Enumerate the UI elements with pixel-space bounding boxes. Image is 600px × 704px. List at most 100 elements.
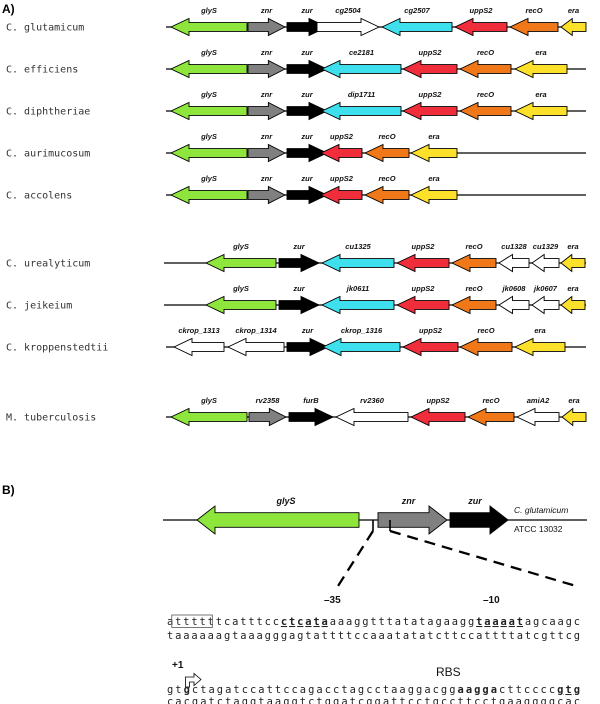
zoom-line-left bbox=[337, 530, 374, 587]
gene-label: era bbox=[534, 326, 545, 335]
gene-label: glyS bbox=[200, 90, 217, 99]
repeat-motif: tttttt bbox=[175, 616, 222, 628]
gene-label: cg2507 bbox=[404, 6, 430, 15]
species-label: C. glutamicum bbox=[6, 23, 84, 34]
plus1-label: +1 bbox=[172, 660, 184, 671]
species-label: M. tuberculosis bbox=[6, 413, 96, 424]
gene-arrow-era bbox=[409, 185, 458, 205]
highlighted-motif: taaaat bbox=[476, 616, 523, 628]
gene-label: cu1329 bbox=[533, 242, 559, 251]
gene-arrow-reco bbox=[458, 59, 512, 79]
gene-arrow-amia2 bbox=[515, 407, 560, 427]
species-label: C. aurimucosum bbox=[6, 149, 90, 160]
panel-b-gene-arrow-znr bbox=[377, 505, 448, 535]
gene-label: uppS2 bbox=[419, 90, 443, 99]
minus35-label: –35 bbox=[324, 595, 341, 606]
gene-label: dip1711 bbox=[348, 90, 375, 99]
gene-arrow-rv2358 bbox=[248, 407, 287, 427]
gene-arrow-upps2 bbox=[395, 253, 450, 273]
sequence-segment: catttcc bbox=[224, 616, 279, 628]
sequence-segment: cttcccc bbox=[499, 684, 555, 696]
species-label: C. accolens bbox=[6, 191, 72, 202]
gene-arrow-glys bbox=[204, 253, 277, 273]
zoom-line-right bbox=[389, 529, 577, 588]
highlighted-motif: g bbox=[184, 684, 190, 696]
panel-b-label: B) bbox=[2, 483, 15, 497]
gene-label: recO bbox=[465, 242, 482, 251]
gene-label: zur bbox=[292, 242, 305, 251]
gene-arrow-glys bbox=[169, 101, 248, 121]
gene-arrow-cg2504 bbox=[316, 17, 381, 37]
gene-label: rv2360 bbox=[360, 396, 385, 405]
gene-arrow-znr bbox=[247, 143, 286, 163]
gene-label: zur bbox=[300, 132, 313, 141]
sequence-segment: a bbox=[167, 616, 173, 628]
gene-label: era bbox=[428, 174, 439, 183]
gene-arrow-era bbox=[560, 17, 587, 37]
sequence-segment: agcaagc bbox=[525, 616, 580, 628]
gene-label: cu1328 bbox=[501, 242, 527, 251]
gene-label: uppS2 bbox=[330, 174, 354, 183]
gene-arrow-zur bbox=[286, 143, 329, 163]
sequence-segment: aaaggtttatatagaagg bbox=[330, 616, 475, 628]
gene-arrow-reco bbox=[450, 253, 497, 273]
gene-arrow-era bbox=[409, 143, 458, 163]
panel-b-genes: glyS znr zur bbox=[196, 496, 509, 535]
gene-arrow-ce2181 bbox=[320, 59, 402, 79]
gene-label: znr bbox=[260, 48, 273, 57]
gene-label: jk0607 bbox=[533, 284, 558, 293]
sequence-segment: gt bbox=[167, 684, 182, 696]
gene-label: zur bbox=[300, 90, 313, 99]
gene-label: znr bbox=[260, 132, 273, 141]
gene-arrow-reco bbox=[458, 101, 512, 121]
gene-arrow-glys bbox=[204, 295, 277, 315]
gene-arrow-glys bbox=[169, 143, 248, 163]
gene-label: glyS bbox=[200, 396, 217, 405]
gene-label: recO bbox=[378, 132, 395, 141]
highlighted-motif: gtg bbox=[557, 684, 580, 696]
species-label: C. urealyticum bbox=[6, 259, 90, 270]
gene-arrow-znr bbox=[247, 59, 286, 79]
organism-label: C. glutamicum bbox=[514, 505, 568, 515]
gene-label: glyS bbox=[200, 48, 217, 57]
gene-arrow-upps2 bbox=[453, 17, 508, 37]
gene-label: era bbox=[535, 90, 546, 99]
gene-label: era bbox=[567, 284, 578, 293]
panel-b-gene-label: znr bbox=[401, 496, 416, 506]
gene-label: jk0611 bbox=[346, 284, 369, 293]
panel-b-gene-label: zur bbox=[467, 496, 482, 506]
sequence-segment: ctagatccattccagacctagcctaaggacgg bbox=[192, 684, 456, 696]
gene-label: rv2358 bbox=[256, 396, 281, 405]
gene-arrow-rv2360 bbox=[334, 407, 409, 427]
gene-label: cu1325 bbox=[345, 242, 371, 251]
gene-arrow-dip1711 bbox=[320, 101, 402, 121]
gene-label: zur bbox=[292, 284, 305, 293]
gene-arrow-znr bbox=[247, 185, 286, 205]
gene-label: era bbox=[428, 132, 439, 141]
gene-label: glyS bbox=[232, 284, 249, 293]
repeat-box bbox=[171, 614, 213, 628]
species-label: C. jeikeium bbox=[6, 301, 72, 312]
gene-arrow-upps2 bbox=[401, 59, 458, 79]
gene-arrow-era bbox=[513, 59, 568, 79]
gene-arrow-zur bbox=[278, 253, 321, 273]
gene-label: jk0608 bbox=[502, 284, 527, 293]
gene-arrow-reco bbox=[363, 185, 410, 205]
gene-label: glyS bbox=[200, 6, 217, 15]
gene-label: znr bbox=[260, 174, 273, 183]
gene-label: ckrop_1313 bbox=[178, 326, 220, 335]
gene-arrow-glys bbox=[169, 407, 248, 427]
gene-label: znr bbox=[260, 6, 273, 15]
gene-label: recO bbox=[465, 284, 482, 293]
gene-arrow-znr bbox=[247, 17, 286, 37]
gene-label: uppS2 bbox=[470, 6, 494, 15]
panel-b-gene-label: glyS bbox=[275, 496, 295, 506]
gene-arrow-era bbox=[513, 101, 568, 121]
strain-label: ATCC 13032 bbox=[514, 524, 563, 534]
gene-arrow-upps2 bbox=[319, 185, 363, 205]
